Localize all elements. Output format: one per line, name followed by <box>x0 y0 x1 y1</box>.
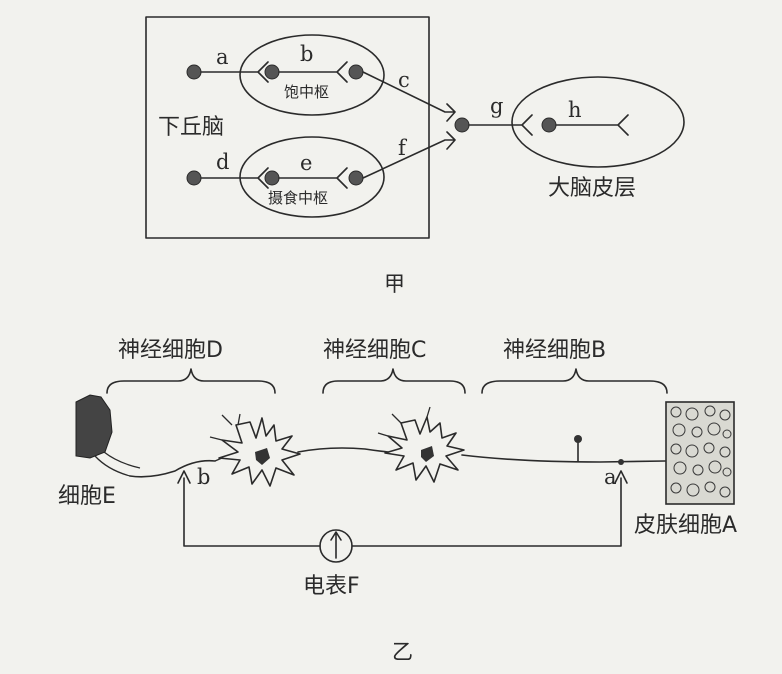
label-e: e <box>300 151 313 175</box>
neuron-d-body <box>186 170 202 186</box>
meter-f-label: 电表F <box>303 574 360 599</box>
axon-a <box>200 61 269 83</box>
cell-e-label: 细胞E <box>58 484 116 509</box>
satiety-center-label: 饱中枢 <box>284 83 330 101</box>
neuron-b-label: 神经细胞B <box>503 338 607 363</box>
point-a-label: a <box>604 465 617 489</box>
neuron-c-body <box>348 64 364 80</box>
label-a: a <box>216 45 229 69</box>
neuron-e-body <box>264 170 280 186</box>
point-a-marker <box>618 459 624 465</box>
cell-e-terminals <box>94 451 141 477</box>
neuron-d-shape <box>218 417 301 487</box>
neuron-c-shape <box>384 416 465 483</box>
electrode-b-arrow <box>177 470 191 484</box>
panel-yi-caption: 乙 <box>392 640 413 664</box>
neuron-b-body <box>264 64 280 80</box>
skin-cell-a-block <box>665 401 735 505</box>
neuron-d-label: 神经细胞D <box>118 338 223 363</box>
feeding-center-ellipse <box>239 136 385 218</box>
neuron-h-body <box>541 117 557 133</box>
axon-h <box>555 114 629 136</box>
axon-f <box>362 131 456 179</box>
axon-g <box>468 114 533 136</box>
label-d: d <box>216 150 230 174</box>
cortex-ellipse <box>511 76 685 168</box>
brace-neuron-d <box>106 368 276 394</box>
skin-cell-a-texture <box>670 405 732 498</box>
neuron-a-body <box>186 64 202 80</box>
brace-neuron-c <box>322 368 466 394</box>
brace-neuron-b <box>481 368 668 394</box>
hypothalamus-label: 下丘脑 <box>158 115 225 140</box>
nerve-fiber <box>129 447 666 478</box>
electrode-a-arrow <box>614 470 628 484</box>
meter-circuit <box>183 477 622 547</box>
cell-e-shape <box>75 394 113 459</box>
axon-e <box>278 167 348 189</box>
label-h: h <box>568 98 582 122</box>
feeding-center-label: 摄食中枢 <box>268 189 329 207</box>
axon-b <box>278 61 348 83</box>
satiety-center-ellipse <box>239 34 385 116</box>
meter-f-needle <box>330 531 342 559</box>
neuron-g-body <box>454 117 470 133</box>
neuron-d-nucleus <box>255 448 270 465</box>
neuron-c-dendrites <box>377 406 431 437</box>
point-b-label: b <box>197 465 211 489</box>
cortex-label: 大脑皮层 <box>548 176 637 201</box>
label-f: f <box>398 136 406 160</box>
axon-d <box>200 167 269 189</box>
hypothalamus-box <box>145 16 430 239</box>
neuron-c-nucleus <box>421 446 434 462</box>
meter-f-dial <box>319 529 353 563</box>
neuron-f-body <box>348 170 364 186</box>
neuron-d-dendrites <box>209 413 241 462</box>
skin-cell-a-label: 皮肤细胞A <box>634 513 738 538</box>
label-b: b <box>300 42 314 66</box>
label-c: c <box>398 68 410 92</box>
electrode-tip <box>574 435 582 443</box>
axon-c <box>362 71 456 122</box>
label-g: g <box>490 94 504 118</box>
panel-jia-caption: 甲 <box>384 272 405 296</box>
neuron-c-label: 神经细胞C <box>323 338 427 363</box>
